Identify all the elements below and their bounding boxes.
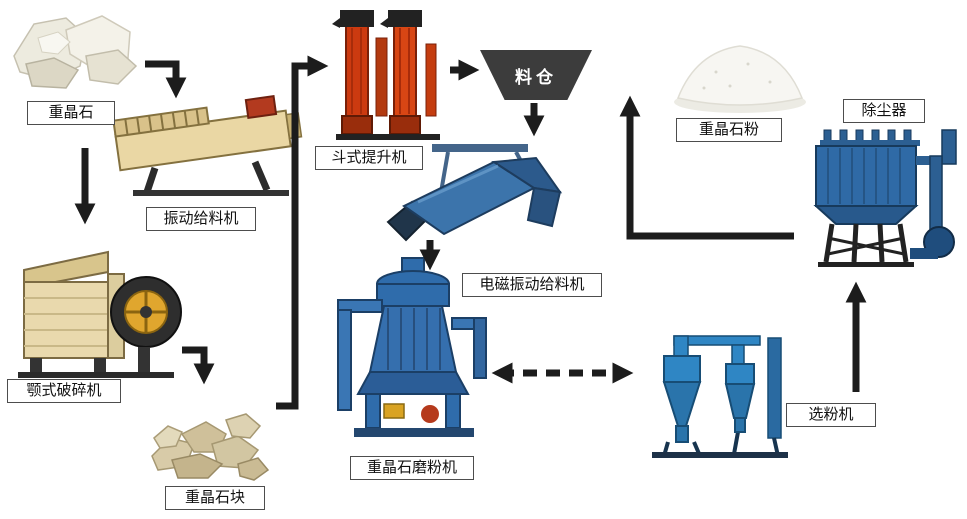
- grinding-mill-image: [337, 257, 487, 437]
- silo-hopper: 料仓: [480, 50, 592, 100]
- dust-collector-image: [813, 129, 957, 267]
- label-barite: 重晶石: [27, 101, 115, 125]
- arrow-jaw-crusher-to-barite-lumps: [182, 346, 215, 385]
- barite-powder-image: [674, 45, 806, 113]
- label-dust-collector: 除尘器: [843, 99, 925, 123]
- label-bucket-elevator: 斗式提升机: [315, 146, 423, 170]
- label-classifier: 选粉机: [786, 403, 876, 427]
- jaw-crusher-image: [18, 250, 182, 378]
- silo-label: 料仓: [515, 67, 557, 87]
- label-vibrating-feeder: 振动给料机: [146, 207, 256, 231]
- label-mill: 重晶石磨粉机: [350, 456, 474, 480]
- bucket-elevator-image: [332, 10, 440, 140]
- barite-rocks-image: [13, 15, 138, 89]
- label-barite-powder: 重晶石粉: [676, 118, 782, 142]
- electromagnetic-feeder-image: [386, 144, 563, 242]
- label-barite-lumps: 重晶石块: [165, 486, 265, 510]
- barite-lumps-image: [151, 413, 270, 481]
- vibrating-feeder-image: [112, 95, 303, 196]
- powder-classifier-image: [652, 335, 788, 458]
- label-jaw-crusher: 颚式破碎机: [7, 379, 121, 403]
- label-electromagnetic-feeder: 电磁振动给料机: [462, 273, 602, 297]
